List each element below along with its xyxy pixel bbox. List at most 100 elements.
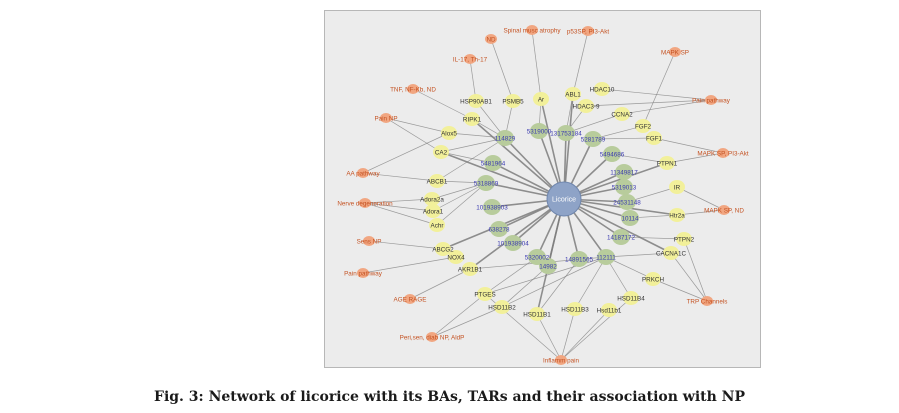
label-akr1b1: AKR1B1 xyxy=(458,267,483,274)
node-hsp90 xyxy=(468,94,484,108)
node-abl1 xyxy=(565,87,581,101)
label-hsd11b3: HSD11B3 xyxy=(561,307,589,314)
edge-b5320002-ptges xyxy=(484,256,538,295)
node-b5494686 xyxy=(603,146,621,162)
node-sma xyxy=(526,25,538,35)
label-ar: Ar xyxy=(538,97,544,104)
node-b101938904 xyxy=(504,235,522,251)
label-abcb1: ABCB1 xyxy=(427,179,448,186)
node-mapkpi3 xyxy=(717,148,729,158)
label-perisen: Peri,sen, diab NP, AldP xyxy=(400,335,465,342)
node-hsd11b1b xyxy=(601,303,617,317)
node-licorice xyxy=(546,181,582,217)
label-hsd11b1b: Hsd11b1 xyxy=(597,308,622,315)
edge-licorice-abl1 xyxy=(563,93,574,200)
label-b14187172: 14187172 xyxy=(607,235,636,242)
node-aa xyxy=(357,168,369,178)
label-mapkpi3: MAPK SP, PI3-Akt xyxy=(697,151,749,158)
node-ptpn2 xyxy=(676,232,692,246)
edge-mapkpi3-fgf1 xyxy=(653,137,724,154)
label-b5319000: 5319000 xyxy=(527,129,552,136)
edge-b131753184-ccna2 xyxy=(565,113,623,134)
node-ripk1 xyxy=(464,112,480,126)
label-hsd11b2: HSD11B2 xyxy=(488,305,516,312)
label-b14891565: 14891565 xyxy=(565,257,594,264)
label-aa: AA pathway xyxy=(346,171,380,178)
node-b638278 xyxy=(490,221,508,237)
edge-inflamm-hsd11b1b xyxy=(560,309,610,361)
edge-nerve-achr xyxy=(364,202,438,226)
label-ripk1: RIPK1 xyxy=(463,117,482,124)
label-b5481964: 5481964 xyxy=(481,161,506,168)
edge-inflamm-hsd11b3 xyxy=(560,308,576,361)
edge-b114829-abcb1 xyxy=(436,137,506,182)
label-htr2a: Htr2a xyxy=(669,213,685,220)
label-b5319013: 5319013 xyxy=(612,185,637,192)
node-painnp xyxy=(380,113,392,123)
label-nerve: Nerve degeneration xyxy=(337,201,393,208)
label-prkch: PRKCH xyxy=(642,277,664,284)
edge-nd-psmb5 xyxy=(490,38,514,102)
node-prkch xyxy=(645,272,661,286)
edge-b14187172-ptpn2 xyxy=(620,236,685,240)
edge-mapknd-ir xyxy=(676,186,725,211)
edge-pain1-ccna2 xyxy=(621,99,712,115)
node-b5281789 xyxy=(584,131,602,147)
label-abl1: ABL1 xyxy=(565,92,581,99)
node-nerve xyxy=(359,198,371,208)
label-age: AGE RAGE xyxy=(394,297,427,304)
edge-licorice-ca2 xyxy=(440,151,565,200)
label-b10114: 10114 xyxy=(621,216,639,223)
label-b101938904: 101938904 xyxy=(497,241,529,248)
node-b24531148 xyxy=(618,194,636,210)
label-hdac10: HDAC10 xyxy=(590,87,615,94)
node-trp xyxy=(701,296,713,306)
edge-b14891565-hsd11b1 xyxy=(536,258,580,315)
node-hsd11b3 xyxy=(567,302,583,316)
label-adora2a: Adora2a xyxy=(420,197,444,204)
edge-painnp-ca2 xyxy=(385,117,442,153)
label-b5281789: 5281789 xyxy=(581,137,606,144)
edge-sma-ar xyxy=(531,29,542,100)
edge-p53-abl1 xyxy=(572,30,589,95)
edge-b5318869-adora1 xyxy=(432,182,487,212)
edge-b112111-hsd11b3 xyxy=(574,256,607,310)
node-hdac3 xyxy=(578,99,594,113)
node-nd xyxy=(485,34,497,44)
node-hdac10 xyxy=(594,82,610,96)
label-hsp90: HSP90AB1 xyxy=(460,99,492,106)
edge-licorice-cacna1c xyxy=(563,198,672,254)
node-p53 xyxy=(582,26,594,36)
label-b14982: 14982 xyxy=(539,264,557,271)
node-ar xyxy=(533,92,549,106)
label-b101938903: 101938903 xyxy=(476,205,508,212)
label-b5320002: 5320002 xyxy=(525,255,550,262)
label-mapk1: MAPK SP xyxy=(661,50,689,57)
node-b5481964 xyxy=(484,155,502,171)
edge-sens-abcg2 xyxy=(368,240,444,250)
edge-b5318869-adora2a xyxy=(431,182,487,200)
node-hsd11b2 xyxy=(494,300,510,314)
node-htr2a xyxy=(669,208,685,222)
label-hdac3: HDAC3-9 xyxy=(573,104,600,111)
node-b10114 xyxy=(621,210,639,226)
label-ca2: CA2 xyxy=(435,150,448,157)
label-ccna2: CCNA2 xyxy=(611,112,633,119)
label-fgf1: FGF1 xyxy=(646,136,663,143)
node-il17 xyxy=(464,54,476,64)
node-ir xyxy=(669,180,685,194)
label-adora1: Adora1 xyxy=(423,209,444,216)
label-alox5: Alox5 xyxy=(441,131,457,138)
label-mapknd: MAPK SP, ND xyxy=(704,208,744,215)
label-ptges: PTGES xyxy=(474,292,495,299)
node-layer xyxy=(357,25,730,365)
edge-licorice-ptpn1 xyxy=(563,162,668,200)
node-b5318869 xyxy=(477,175,495,191)
label-ptpn1: PTPN1 xyxy=(657,161,678,168)
label-b5494686: 5494686 xyxy=(600,152,625,159)
label-trp: TRP Channels xyxy=(687,299,728,306)
node-nox4 xyxy=(448,250,464,264)
edge-inflamm-hsd11b1 xyxy=(536,313,562,361)
